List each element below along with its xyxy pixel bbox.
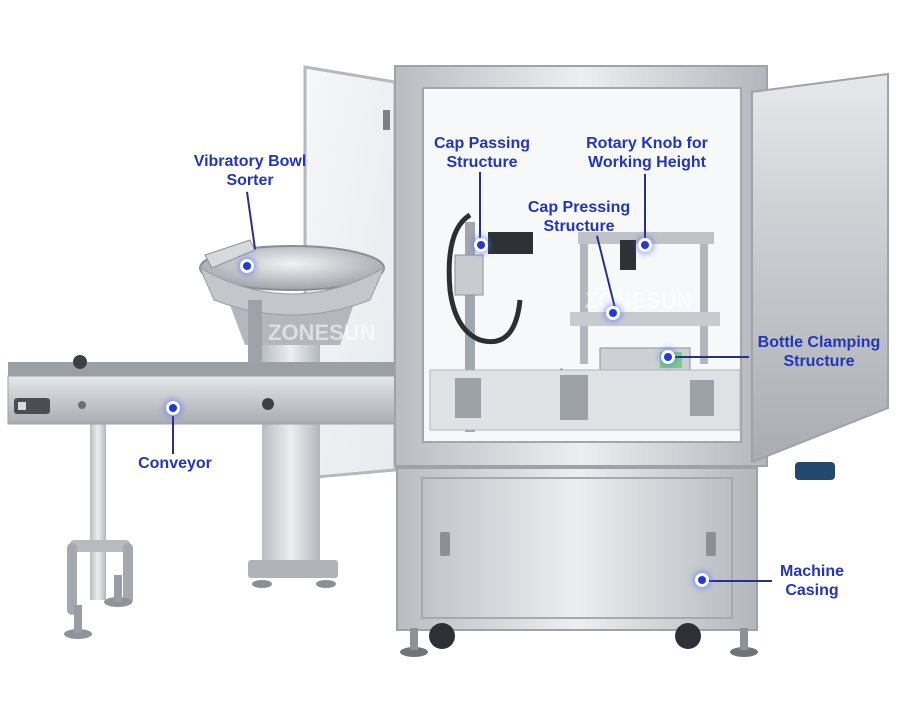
label-line: Conveyor: [138, 455, 212, 472]
right-door: [751, 72, 889, 480]
label-cap-passing-structure: Cap Passing Structure: [420, 134, 544, 172]
leader-cap-passing: [479, 172, 481, 244]
label-line: Structure: [783, 353, 855, 370]
label-vibratory-bowl-sorter: Vibratory Bowl Sorter: [180, 152, 320, 190]
label-line: Cap Passing: [433, 135, 531, 152]
marker-bottle-clamping-structure: [661, 350, 675, 364]
marker-vibratory-bowl-sorter: [240, 259, 254, 273]
marker-conveyor: [166, 401, 180, 415]
conveyor-belt: [7, 355, 429, 425]
label-line: Working Height: [588, 154, 706, 171]
label-cap-pressing-structure: Cap Pressing Structure: [516, 198, 642, 236]
watermark-cabinet: ZONESUN: [585, 288, 693, 313]
marker-cap-pressing-structure: [606, 306, 620, 320]
label-rotary-knob: Rotary Knob for Working Height: [572, 134, 722, 172]
marker-machine-casing: [695, 573, 709, 587]
leader-bottle-clamping: [671, 356, 749, 358]
label-line: Rotary Knob for: [586, 135, 708, 152]
lower-casing: [396, 467, 758, 657]
label-conveyor: Conveyor: [120, 454, 230, 473]
bowl-stand: [248, 320, 338, 588]
label-line: Sorter: [226, 172, 274, 189]
vibratory-bowl: [198, 239, 386, 370]
label-machine-casing: Machine Casing: [760, 562, 864, 600]
label-line: Vibratory Bowl: [193, 153, 307, 170]
label-line: Structure: [446, 154, 518, 171]
label-line: Structure: [543, 218, 615, 235]
marker-rotary-knob: [638, 238, 652, 252]
label-bottle-clamping-structure: Bottle Clamping Structure: [746, 333, 892, 371]
label-line: Bottle Clamping: [757, 334, 881, 351]
marker-cap-passing-structure: [474, 238, 488, 252]
leader-conveyor: [172, 416, 174, 454]
label-line: Casing: [785, 582, 839, 599]
label-line: Cap Pressing: [527, 199, 631, 216]
leader-machine-casing: [704, 580, 772, 582]
leader-rotary-knob: [644, 174, 646, 244]
watermark-bowl: ZONESUN: [268, 320, 376, 345]
label-line: Machine: [779, 563, 844, 580]
